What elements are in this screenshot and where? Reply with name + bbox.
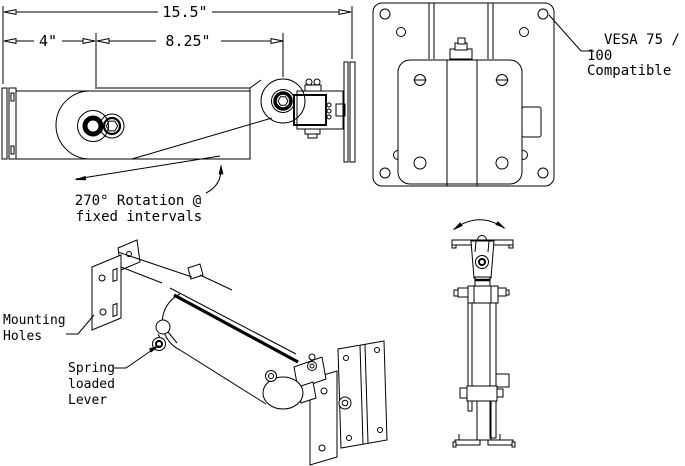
swivel-arrow (452, 219, 506, 231)
dim-arrow (82, 37, 96, 45)
vesa100-hole (379, 8, 391, 20)
spring-lever (152, 319, 178, 351)
leader-arrow (74, 175, 87, 181)
hex-bolt (277, 96, 289, 106)
base-feet (452, 434, 516, 448)
vesa-note-line2: 100 (587, 48, 612, 64)
vesa-note-line1: VESA 75 / (604, 32, 680, 48)
vesa100-hole (537, 167, 549, 179)
spring-label-line1: Spring (68, 361, 115, 376)
dim-arrow (270, 37, 284, 45)
mounting-hole (98, 274, 106, 282)
mounting-holes-annotation: Mounting Holes (3, 313, 95, 344)
wall-bracket-iso (91, 239, 141, 331)
vesa-plate-edge (343, 61, 356, 163)
mounting-hole (99, 308, 107, 316)
upper-collar (453, 285, 510, 304)
dimension-lines: 15.5" 4" 8.25" (2, 3, 353, 87)
spring-label-line3: Lever (68, 393, 107, 408)
dim-arrow (3, 8, 17, 16)
front-view: VESA 75 / 100 Compatible (372, 2, 680, 187)
vesa75-hole (519, 27, 529, 37)
spring-lever-annotation: Spring loaded Lever (68, 345, 160, 408)
vesa75-hole (396, 27, 406, 37)
vesa100-hole (537, 8, 549, 20)
arm-body-side (15, 79, 273, 160)
side-view: 15.5" 4" 8.25" (1, 3, 356, 225)
rotation-annotation: 270° Rotation @ fixed intervals (74, 155, 224, 225)
spring-label-line2: loaded (68, 377, 115, 392)
arc-arrow (218, 164, 224, 175)
mounting-label-line1: Mounting (3, 313, 66, 328)
vesa-annotation: VESA 75 / 100 Compatible (548, 14, 680, 79)
dim-arrow (338, 8, 352, 16)
lever-tab (495, 373, 510, 388)
side-tab (521, 106, 542, 138)
vesa100-hole (379, 167, 391, 179)
isometric-view: Mounting Holes Spring loaded Lever (3, 239, 388, 466)
tilt-head-side (293, 78, 346, 139)
pivot-joint-side (260, 78, 306, 124)
dim-arrow (96, 37, 110, 45)
inner-plate (397, 59, 523, 185)
folded-view (451, 219, 516, 448)
vesa-plate-front (372, 2, 555, 187)
rotation-note-line1: 270° Rotation @ (75, 193, 202, 209)
vesa-plate-iso (337, 340, 388, 449)
adapter-plate-iso (309, 370, 338, 466)
dim-arm-label: 8.25" (165, 32, 210, 50)
dim-wall-offset-label: 4" (39, 32, 57, 50)
pivot-joint-iso (262, 376, 304, 410)
leader-arrow (149, 345, 160, 353)
dim-overall-label: 15.5" (162, 3, 207, 21)
plate-hole (495, 156, 509, 170)
lower-collar (459, 385, 504, 402)
wall-bracket-side (1, 87, 17, 160)
mounting-label-line2: Holes (3, 329, 42, 344)
dim-arrow (3, 37, 17, 45)
hex-bolt (105, 120, 119, 132)
rotation-note-line2: fixed intervals (76, 209, 202, 225)
plate-hole (413, 156, 427, 170)
vesa-note-line3: Compatible (587, 63, 671, 79)
